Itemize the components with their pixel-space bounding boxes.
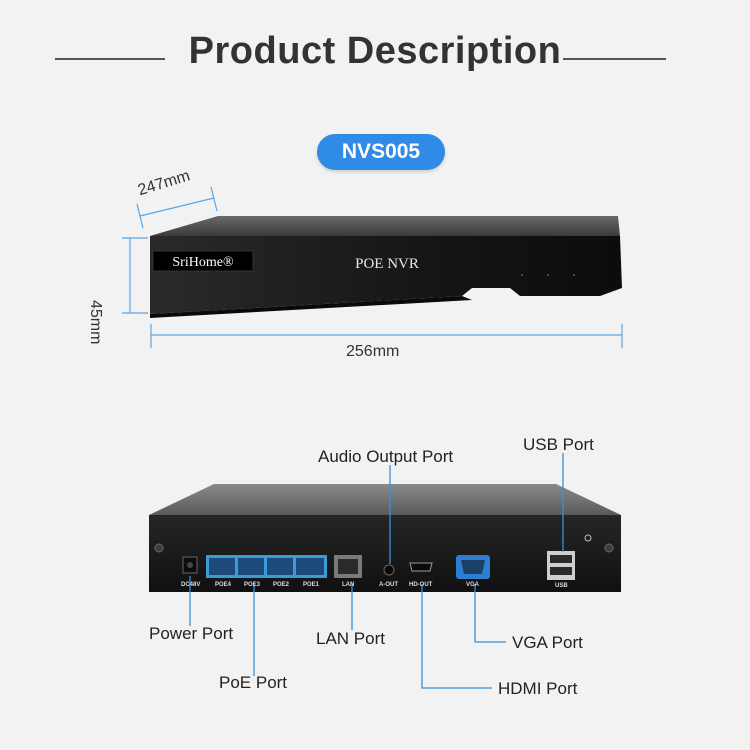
- poe-port-label: PoE Port: [219, 673, 288, 692]
- vga-port-label: VGA Port: [512, 633, 583, 652]
- brand-plate: [152, 250, 254, 272]
- height-label: 45mm: [87, 300, 104, 345]
- poe2-label: POE2: [273, 582, 290, 588]
- title-rule-left: [55, 58, 165, 60]
- nvr-rear-view: [149, 484, 621, 592]
- front-device-face: [150, 236, 622, 314]
- lan-label: LAN: [342, 582, 355, 588]
- front-device-top: [150, 216, 620, 236]
- poe-ports: [209, 558, 324, 575]
- usb-label: USB: [555, 583, 568, 589]
- poe3-label: POE3: [244, 582, 261, 588]
- usb-port-label: USB Port: [523, 435, 594, 454]
- aout-label: A-OUT: [379, 582, 398, 588]
- hdmi-port-label: HDMI Port: [498, 679, 578, 698]
- ground-icon: [584, 534, 592, 542]
- dc-label: DC48V: [181, 582, 201, 588]
- power-port-label: Power Port: [149, 624, 234, 643]
- vga-label: VGA: [466, 582, 480, 588]
- depth-dimension-line: [139, 197, 215, 217]
- poe-nvr-label: POE NVR: [355, 256, 419, 272]
- rear-device-top: [149, 484, 621, 515]
- dimension-lines: [122, 186, 623, 348]
- rear-panel: [149, 515, 621, 592]
- brand-logo-text: SriHome®: [172, 255, 234, 270]
- audio-output-port-label: Audio Output Port: [318, 447, 454, 466]
- title-rule-right: [563, 58, 666, 60]
- model-badge: NVS005: [317, 134, 445, 170]
- poe1-label: POE1: [303, 582, 320, 588]
- hdout-label: HD-OUT: [409, 582, 433, 588]
- page-title: Product Description: [188, 30, 562, 72]
- nvr-front-view: SriHome® POE NVR: [150, 216, 622, 318]
- poe4-label: POE4: [215, 582, 232, 588]
- audio-port: [383, 564, 395, 576]
- lan-port-label: LAN Port: [316, 629, 385, 648]
- width-label: 256mm: [346, 343, 400, 360]
- status-leds: [521, 274, 575, 276]
- callout-lines: [189, 453, 564, 689]
- hdmi-port: [409, 562, 433, 572]
